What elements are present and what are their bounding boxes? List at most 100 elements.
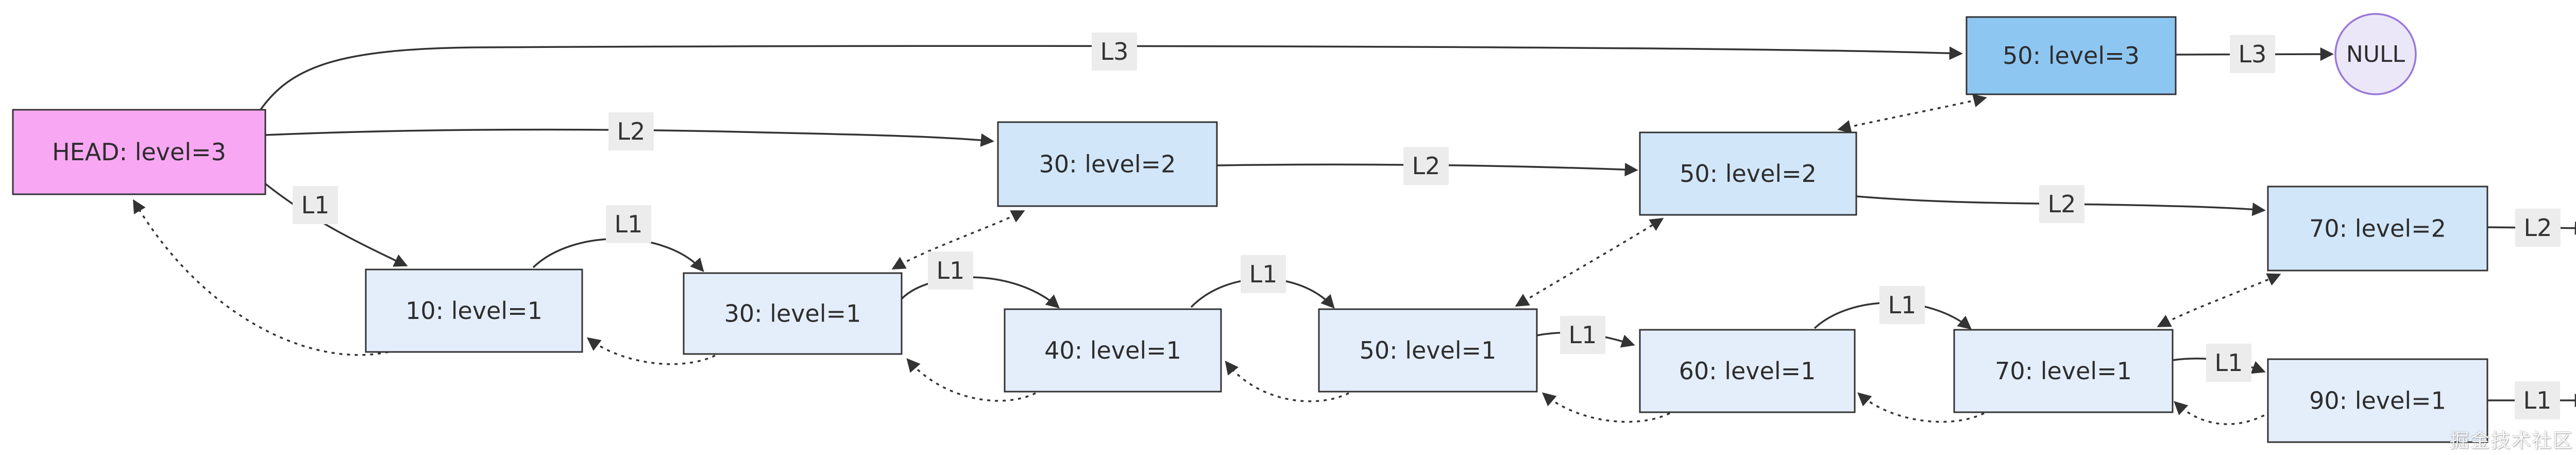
edge-label-50-to-60-l1: L1 — [1560, 316, 1605, 354]
edge-label-bg — [2230, 35, 2275, 73]
edge-label-text: L2 — [1412, 152, 1440, 180]
edge-label-30-to-40-l1: L1 — [928, 251, 973, 290]
node-label: 70: level=1 — [1995, 357, 2132, 385]
node-box — [1965, 16, 2177, 95]
edge-label-text: L2 — [617, 117, 646, 145]
edge-back-10-to-head — [133, 199, 389, 356]
edge-label-bg — [2039, 185, 2084, 223]
edge-vert-50l2-50l3 — [1837, 94, 1987, 133]
node-box — [1953, 329, 2174, 413]
edge-label-head-to-10l1: L1 — [293, 186, 338, 224]
edge-label-bg — [1560, 316, 1605, 354]
edge-label-text: L3 — [2239, 40, 2267, 68]
nodes-layer: HEAD: level=3 10: level=1 30: level=1 30: l… — [12, 13, 2488, 443]
edge-label-text: L1 — [2523, 386, 2552, 414]
node-n70-l2: 70: level=2 — [2267, 186, 2488, 272]
node-label: HEAD: level=3 — [52, 138, 226, 166]
edge-label-text: L1 — [301, 191, 330, 219]
edge-label-bg — [293, 186, 338, 224]
edge-label-bg — [2515, 381, 2560, 419]
edge-back-30-to-10 — [586, 337, 716, 365]
node-label: 50: level=3 — [2003, 42, 2140, 70]
edge-head-to-30l2 — [265, 128, 994, 147]
edge-label-text: L1 — [1249, 260, 1278, 288]
node-null-l3: NULL — [2334, 13, 2417, 95]
edge-label-50-to-70-l2: L2 — [2039, 185, 2084, 223]
node-box — [365, 268, 583, 353]
edge-vert-70l1-70l2 — [2157, 273, 2281, 327]
edge-label-text: L1 — [1888, 291, 1917, 319]
edge-label-text: L1 — [2215, 349, 2243, 377]
edge-label-text: L2 — [2524, 214, 2552, 242]
edge-back-40-to-30 — [906, 358, 1036, 402]
node-n70-l1: 70: level=1 — [1953, 329, 2174, 413]
node-box — [1318, 308, 1538, 393]
edge-head-to-50l3 — [259, 45, 1963, 111]
edge-label-bg — [1879, 286, 1925, 324]
edge-30-to-40-l1 — [901, 276, 1060, 309]
node-label: 50: level=2 — [1680, 160, 1817, 188]
edge-label-head-to-50l3: L3 — [1092, 32, 1137, 71]
node-label: 60: level=1 — [1679, 357, 1816, 385]
node-n10-l1: 10: level=1 — [365, 268, 583, 353]
node-box — [997, 121, 1218, 207]
edge-back-60-to-50 — [1542, 392, 1670, 423]
node-n30-l1: 30: level=1 — [683, 272, 903, 355]
edge-label-60-to-70-l1: L1 — [1879, 286, 1925, 324]
node-box — [12, 109, 266, 195]
node-box — [2267, 358, 2488, 443]
node-label: 30: level=2 — [1039, 150, 1176, 178]
edge-label-70-to-null-l2: L2 — [2515, 209, 2561, 247]
edge-label-bg — [1092, 32, 1137, 71]
edge-label-bg — [2515, 209, 2561, 247]
edge-back-70-to-60 — [1857, 392, 1985, 423]
node-box — [683, 272, 903, 355]
null-node-label: NULL — [2346, 41, 2405, 68]
edge-head-to-10l1 — [263, 182, 408, 267]
node-n90-l1: 90: level=1 — [2267, 358, 2488, 443]
edge-label-bg — [608, 112, 654, 150]
edge-label-50l3-to-null-l3: L3 — [2230, 35, 2275, 73]
edge-label-bg — [928, 251, 973, 290]
node-n50-l2: 50: level=2 — [1639, 131, 1857, 216]
edge-label-90-to-null-l1: L1 — [2515, 381, 2560, 419]
edge-label-text: L1 — [615, 210, 643, 238]
edge-label-bg — [1403, 147, 1449, 185]
node-box — [2267, 186, 2488, 272]
node-label: 40: level=1 — [1044, 336, 1181, 364]
node-box — [1639, 329, 1856, 413]
edge-label-head-to-30l2: L2 — [608, 112, 654, 150]
edge-10-to-30-l1 — [532, 238, 704, 272]
edge-label-40-to-50-l1: L1 — [1241, 255, 1286, 293]
edge-label-text: L1 — [937, 257, 965, 284]
edge-label-70-to-90-l1: L1 — [2206, 344, 2251, 382]
node-label: 70: level=2 — [2309, 215, 2446, 243]
edge-label-text: L2 — [2048, 190, 2076, 218]
edge-back-50-to-40 — [1225, 360, 1349, 402]
node-n60-l1: 60: level=1 — [1639, 329, 1856, 413]
edge-back-90-to-70 — [2174, 401, 2272, 425]
edge-label-bg — [606, 205, 651, 243]
edge-label-text: L1 — [1569, 321, 1597, 349]
edge-label-10-to-30-l1: L1 — [606, 205, 651, 243]
node-label: 50: level=1 — [1360, 336, 1497, 364]
edge-vert-30l1-30l2 — [891, 210, 1025, 269]
node-label: 30: level=1 — [724, 300, 861, 328]
node-n30-l2: 30: level=2 — [997, 121, 1218, 207]
node-n40-l1: 40: level=1 — [1004, 308, 1222, 393]
null-circle — [2334, 13, 2417, 95]
node-box — [1639, 131, 1857, 216]
edge-label-30-to-50-l2: L2 — [1403, 147, 1449, 185]
node-label: 10: level=1 — [405, 297, 543, 325]
node-n50-l1: 50: level=1 — [1318, 308, 1538, 393]
node-head: HEAD: level=3 — [12, 109, 266, 195]
edge-label-bg — [1241, 255, 1286, 293]
edge-label-text: L3 — [1100, 38, 1129, 65]
node-label: 90: level=1 — [2309, 387, 2446, 415]
node-box — [1004, 308, 1222, 393]
edge-label-bg — [2206, 344, 2251, 382]
edge-vert-50l1-50l2 — [1515, 217, 1664, 307]
